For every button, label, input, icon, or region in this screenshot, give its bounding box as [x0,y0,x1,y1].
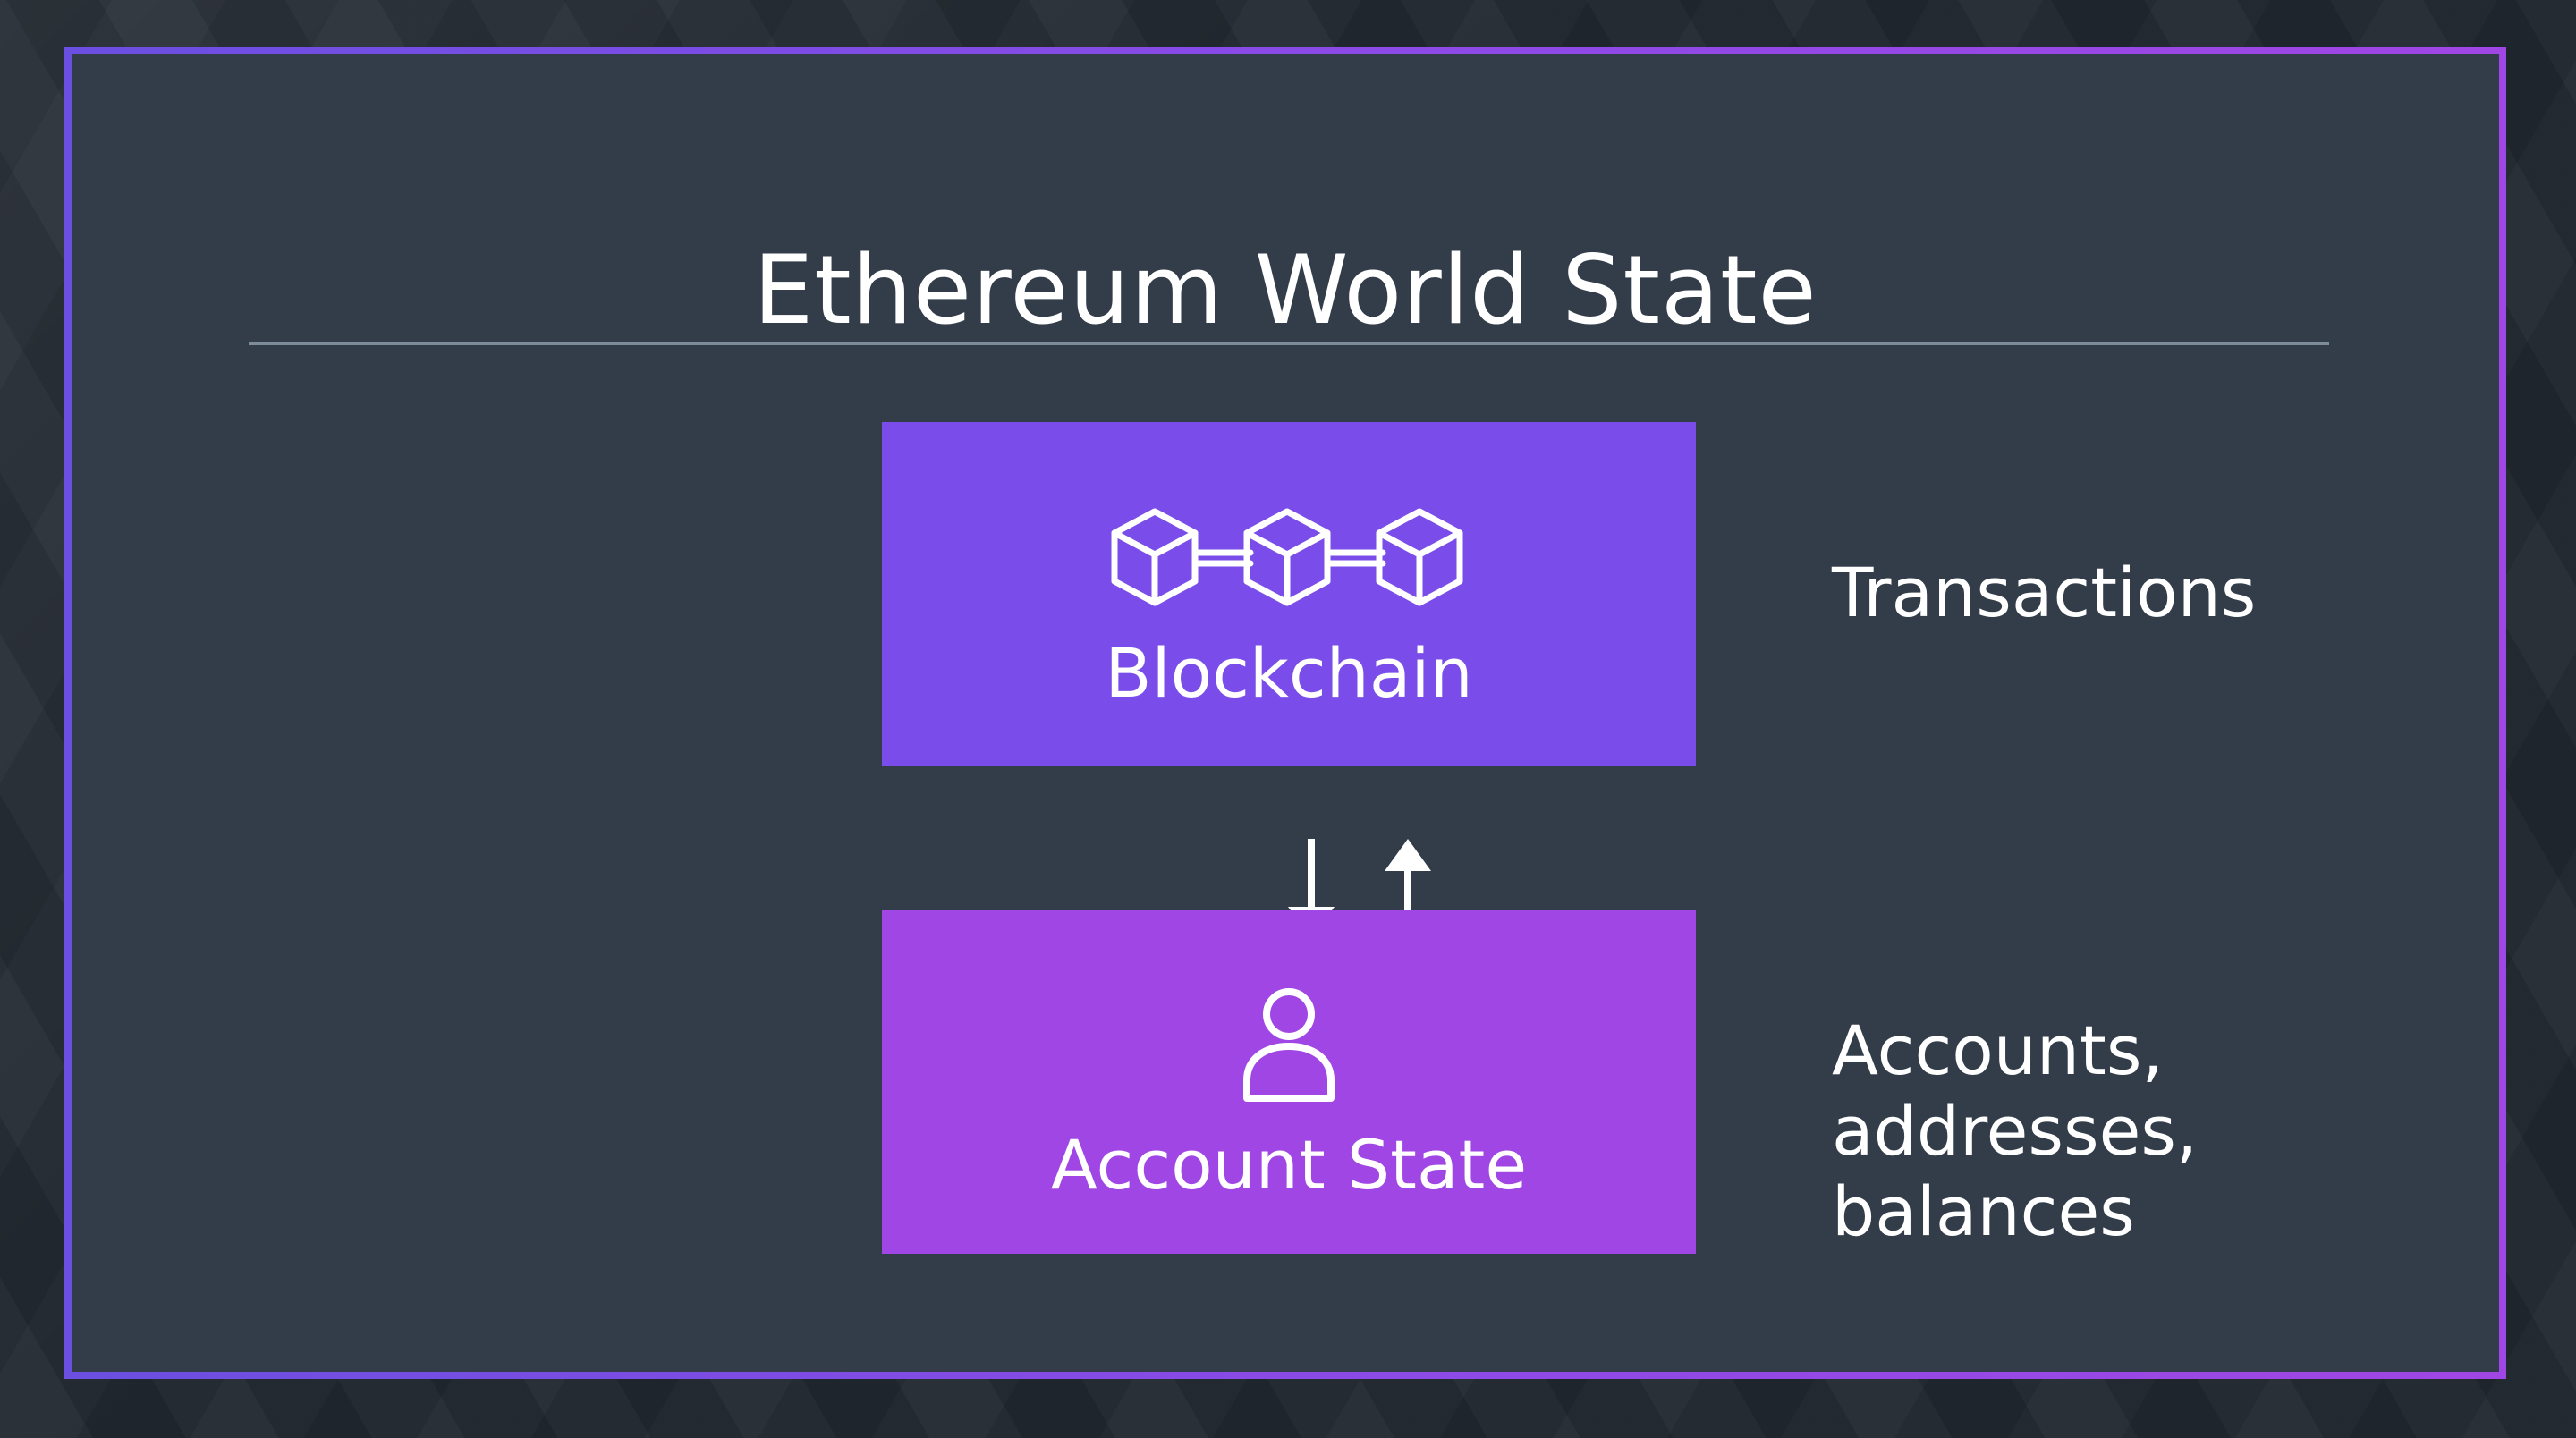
slide-title: Ethereum World State [753,235,1818,345]
accounts-description: Accounts, addresses, balances [1832,1011,2198,1252]
addresses-line: addresses, [1832,1091,2199,1171]
person-icon [1243,988,1335,1102]
account-state-box: Account State [882,910,1696,1254]
blockchain-box: Blockchain [882,422,1696,766]
blockchain-cubes-icon [1111,508,1463,606]
blockchain-label: Blockchain [1105,633,1473,713]
slide-panel: Ethereum World State [64,47,2506,1379]
arrow-up-icon [1385,839,1431,939]
accounts-line: Accounts, [1832,1011,2164,1090]
account-state-label: Account State [1050,1125,1528,1205]
title-divider [249,342,2329,345]
balances-line: balances [1832,1172,2135,1251]
transactions-label: Transactions [1832,553,2257,632]
